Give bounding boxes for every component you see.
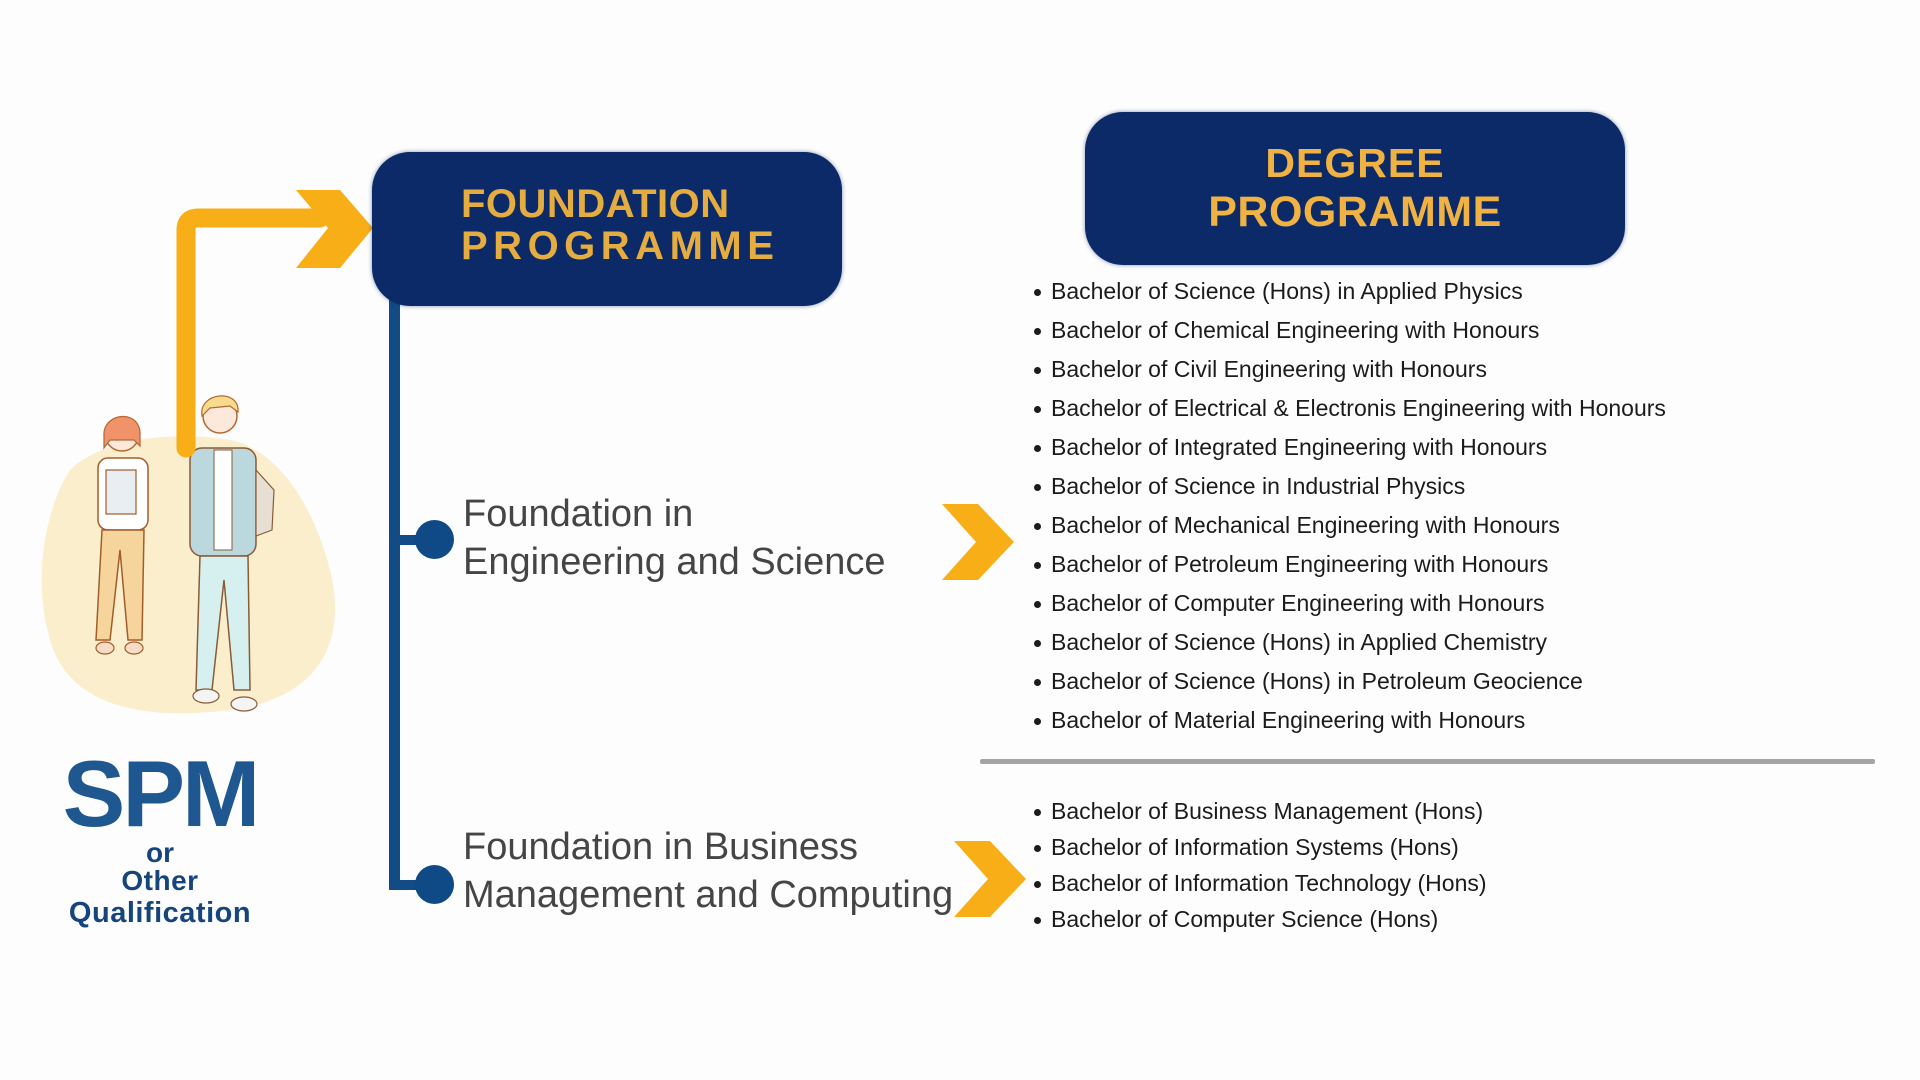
spm-qualification: Qualification — [68, 897, 252, 929]
timeline-line — [389, 300, 400, 890]
list-item: Bachelor of Mechanical Engineering with … — [1034, 511, 1666, 550]
list-item: Bachelor of Information Technology (Hons… — [1034, 869, 1487, 905]
list-item: Bachelor of Information Systems (Hons) — [1034, 833, 1487, 869]
foundation-business-line1: Foundation in Business — [463, 826, 859, 868]
list-item: Bachelor of Science (Hons) in Applied Ch… — [1034, 628, 1666, 667]
list-item: Bachelor of Material Engineering with Ho… — [1034, 706, 1666, 745]
list-item: Bachelor of Computer Engineering with Ho… — [1034, 589, 1666, 628]
list-item: Bachelor of Science (Hons) in Applied Ph… — [1034, 277, 1666, 316]
foundation-header-line2: PROGRAMME — [461, 224, 780, 268]
foundation-engineering-line2: Engineering and Science — [463, 541, 886, 583]
chevron-right-icon — [942, 504, 1014, 580]
foundation-business-line2: Management and Computing — [463, 874, 954, 916]
degree-list-engineering: Bachelor of Science (Hons) in Applied Ph… — [1034, 277, 1666, 745]
chevron-right-icon — [954, 841, 1026, 917]
list-item: Bachelor of Business Management (Hons) — [1034, 797, 1487, 833]
list-item: Bachelor of Electrical & Electronis Engi… — [1034, 394, 1666, 433]
degree-header-line1: DEGREE — [1265, 140, 1445, 186]
section-divider — [980, 759, 1875, 764]
timeline-dot-business — [415, 865, 454, 904]
list-item: Bachelor of Science in Industrial Physic… — [1034, 472, 1666, 511]
degree-list-business: Bachelor of Business Management (Hons) B… — [1034, 797, 1487, 941]
spm-title: SPM — [62, 741, 261, 846]
list-item: Bachelor of Civil Engineering with Honou… — [1034, 355, 1666, 394]
entry-qualification: SPM or Other Qualification — [40, 741, 280, 930]
degree-programme-header: DEGREE PROGRAMME — [1085, 112, 1625, 265]
foundation-engineering-line1: Foundation in — [463, 493, 694, 535]
foundation-engineering-science: Foundation in Engineering and Science — [463, 490, 923, 586]
list-item: Bachelor of Science (Hons) in Petroleum … — [1034, 667, 1666, 706]
foundation-programme-header: FOUNDATION PROGRAMME — [372, 152, 842, 306]
timeline-connector-business — [389, 880, 429, 890]
degree-header-line2: PROGRAMME — [1208, 188, 1502, 236]
students-illustration — [41, 395, 336, 714]
timeline-dot-engineering — [415, 520, 454, 559]
list-item: Bachelor of Integrated Engineering with … — [1034, 433, 1666, 472]
arrow-right-icon — [176, 190, 373, 458]
timeline-connector-engineering — [389, 535, 429, 545]
foundation-business-computing: Foundation in Business Management and Co… — [463, 823, 983, 919]
list-item: Bachelor of Petroleum Engineering with H… — [1034, 550, 1666, 589]
spm-other: Other — [121, 865, 199, 896]
spm-or: or — [146, 837, 174, 868]
list-item: Bachelor of Chemical Engineering with Ho… — [1034, 316, 1666, 355]
foundation-header-line1: FOUNDATION — [461, 182, 730, 226]
list-item: Bachelor of Computer Science (Hons) — [1034, 905, 1487, 941]
